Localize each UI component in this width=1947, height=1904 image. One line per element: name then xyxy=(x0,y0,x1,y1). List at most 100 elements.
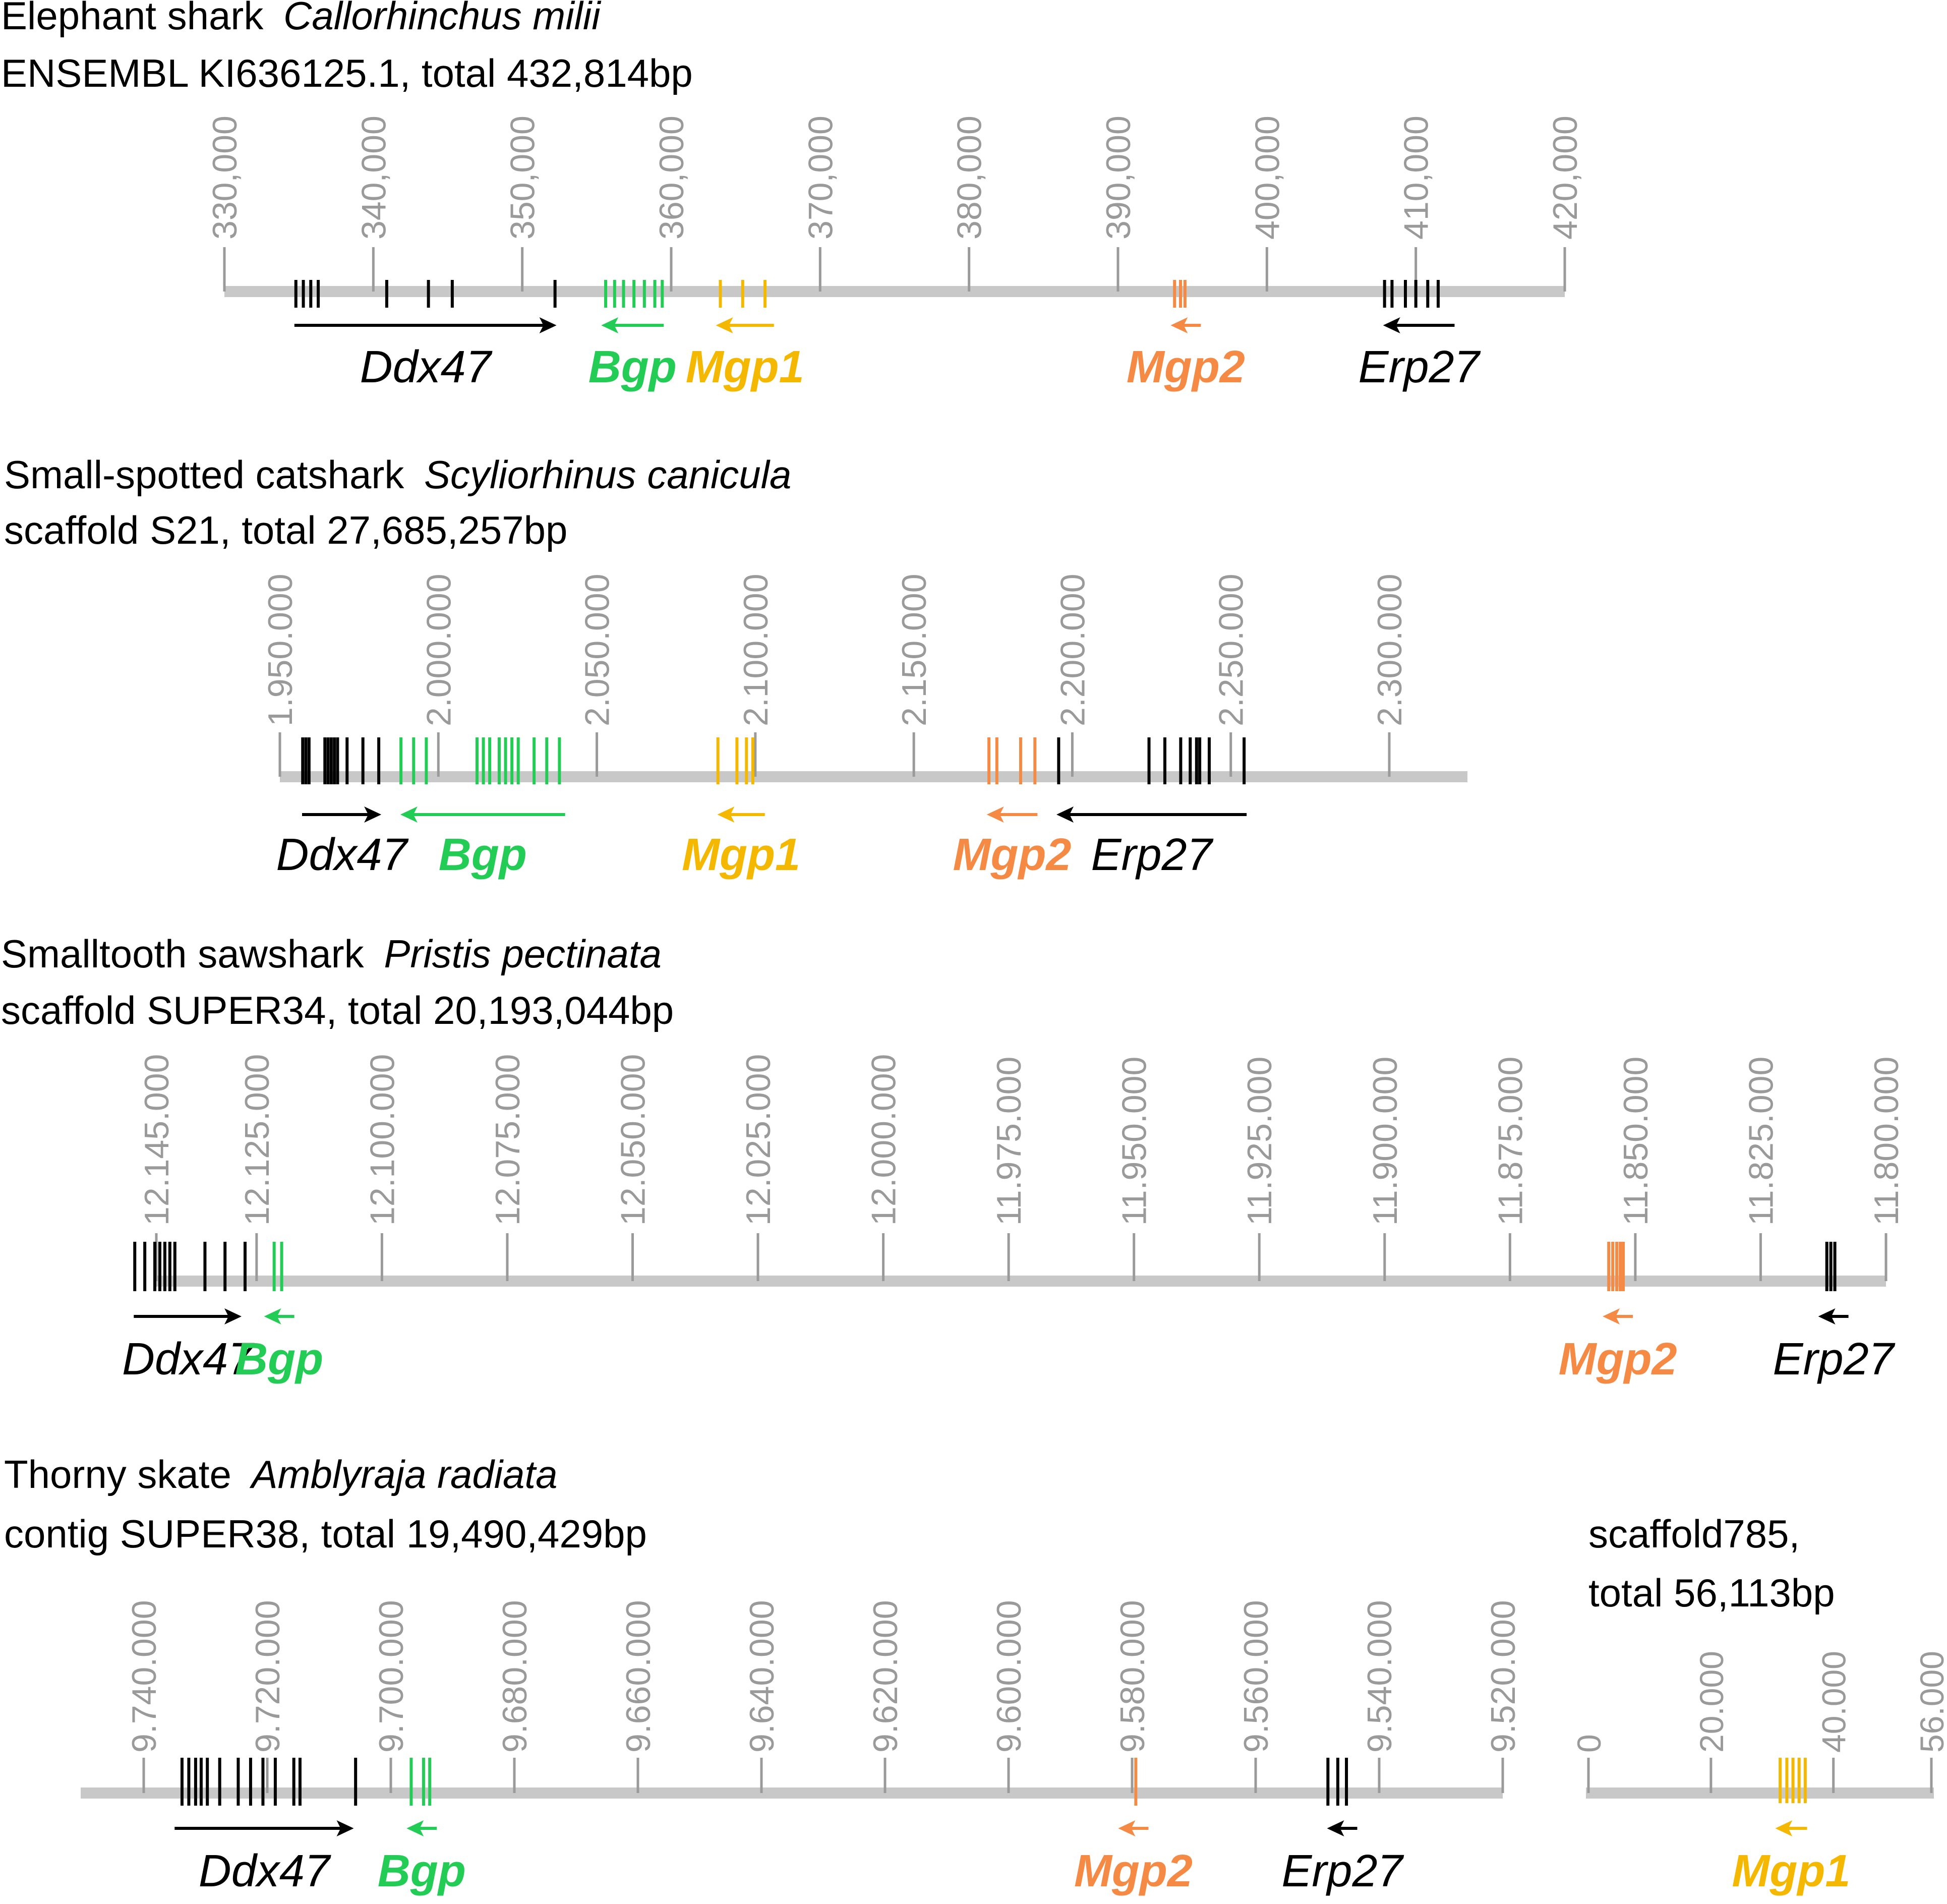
gene-arrow-head xyxy=(1818,1308,1836,1324)
gene-bgp: Bgp xyxy=(588,280,677,392)
tick-label: 9.520.000 xyxy=(1484,1600,1522,1753)
gene-arrow-head xyxy=(1056,806,1074,823)
gene-label: Erp27 xyxy=(1358,342,1481,392)
gene-label: Ddx47 xyxy=(199,1846,331,1896)
gene-label: Mgp1 xyxy=(1732,1846,1850,1896)
panel-title: Smalltooth sawshark Pristis pectinata xyxy=(1,932,662,976)
panel-title: Small-spotted catshark Scyliorhinus cani… xyxy=(4,452,791,497)
tick-label: 9.620.000 xyxy=(866,1600,905,1753)
title-species: Pristis pectinata xyxy=(384,932,662,976)
tick-label: 9.660.000 xyxy=(619,1600,658,1753)
gene-label: Mgp1 xyxy=(686,342,804,392)
gene-arrow-head xyxy=(539,317,557,333)
gene-label: Erp27 xyxy=(1773,1334,1896,1384)
tick-label: 56.000 xyxy=(1913,1651,1947,1753)
tick-label: 9.680.000 xyxy=(496,1600,534,1753)
panel-catshark: Small-spotted catshark Scyliorhinus cani… xyxy=(4,452,1467,880)
tick-label: 11.850.000 xyxy=(1617,1057,1655,1226)
gene-label: Ddx47 xyxy=(276,830,408,880)
gene-arrow-head xyxy=(400,806,418,823)
title-species: Scyliorhinus canicula xyxy=(424,452,791,497)
gene-label: Bgp xyxy=(378,1846,466,1896)
gene-arrow-head xyxy=(716,317,733,333)
gene-label: Bgp xyxy=(588,342,677,392)
gene-label: Mgp2 xyxy=(1559,1334,1677,1384)
tick-label: 9.540.000 xyxy=(1361,1600,1399,1753)
tick-label: 2.100.000 xyxy=(737,573,775,726)
title-species: Callorhinchus milii xyxy=(283,0,602,38)
gene-arrow-head xyxy=(986,806,1004,823)
panel-subtitle: scaffold SUPER34, total 20,193,044bp xyxy=(1,988,674,1032)
gene-mgp2: Mgp2 xyxy=(953,737,1072,880)
tick-label: 12.100.000 xyxy=(363,1054,401,1226)
tick-label: 11.975.000 xyxy=(990,1057,1028,1226)
tick-label: 410,000 xyxy=(1397,116,1436,240)
title-common: Small-spotted catshark xyxy=(4,452,404,497)
gene-erp27: Erp27 xyxy=(1281,1758,1404,1896)
panel-subtitle: scaffold S21, total 27,685,257bp xyxy=(4,508,567,552)
panel-sawshark: Smalltooth sawshark Pristis pectinata sc… xyxy=(1,932,1906,1384)
panel-title: Elephant shark Callorhinchus milii xyxy=(1,0,602,38)
tick-label: 11.925.000 xyxy=(1241,1057,1279,1226)
gene-mgp2: Mgp2 xyxy=(1559,1242,1677,1384)
tick-label: 390,000 xyxy=(1099,116,1138,240)
gene-arrow-head xyxy=(336,1820,354,1836)
tick-label: 1.950.000 xyxy=(261,573,300,726)
gene-bgp: Bgp xyxy=(378,1758,466,1896)
gene-label: Erp27 xyxy=(1281,1846,1404,1896)
tick-label: 12.000.000 xyxy=(865,1054,903,1226)
gene-label: Mgp2 xyxy=(1127,342,1245,392)
gene-arrow-head xyxy=(1383,317,1400,333)
tick-label: 9.740.000 xyxy=(125,1600,163,1753)
tick-label: 370,000 xyxy=(801,116,840,240)
gene-label: Ddx47 xyxy=(122,1334,255,1384)
gene-label: Bgp xyxy=(235,1334,323,1384)
tick-label: 20.000 xyxy=(1693,1651,1730,1753)
tick-label: 0 xyxy=(1570,1734,1608,1753)
gene-mgp2: Mgp2 xyxy=(1074,1758,1193,1896)
gene-erp27: Erp27 xyxy=(1056,737,1247,880)
tick-label: 360,000 xyxy=(653,116,691,240)
gene-mgp1: Mgp1 xyxy=(1732,1758,1850,1896)
gene-ddx47: Ddx47 xyxy=(294,280,557,392)
gene-bgp: Bgp xyxy=(235,1242,323,1384)
gene-mgp1: Mgp1 xyxy=(686,280,804,392)
gene-arrow-head xyxy=(601,317,619,333)
gene-arrow-head xyxy=(1118,1820,1136,1836)
gene-arrow-head xyxy=(364,806,382,823)
tick-label: 12.075.000 xyxy=(489,1054,527,1226)
inset-title-line1: scaffold785, xyxy=(1588,1512,1800,1556)
gene-ddx47: Ddx47 xyxy=(276,737,409,880)
tick-label: 11.900.000 xyxy=(1366,1057,1404,1226)
gene-label: Mgp2 xyxy=(953,830,1072,880)
title-common: Smalltooth sawshark xyxy=(1,932,365,976)
gene-ddx47: Ddx47 xyxy=(122,1242,255,1384)
gene-erp27: Erp27 xyxy=(1358,280,1481,392)
inset-title-line2: total 56,113bp xyxy=(1588,1571,1835,1615)
tick-label: 11.875.000 xyxy=(1491,1057,1529,1226)
tick-label: 380,000 xyxy=(951,116,989,240)
tick-label: 350,000 xyxy=(504,116,542,240)
tick-label: 2.000.000 xyxy=(420,573,458,726)
panel-subtitle: contig SUPER38, total 19,490,429bp xyxy=(4,1512,647,1556)
tick-label: 2.150.000 xyxy=(895,573,933,726)
tick-label: 2.200.000 xyxy=(1053,573,1092,726)
tick-label: 11.800.000 xyxy=(1867,1057,1906,1226)
title-common: Elephant shark xyxy=(1,0,264,38)
tick-label: 400,000 xyxy=(1248,116,1286,240)
tick-label: 340,000 xyxy=(355,116,393,240)
gene-bgp: Bgp xyxy=(399,737,565,880)
tick-label: 2.050.000 xyxy=(578,573,617,726)
gene-label: Mgp2 xyxy=(1074,1846,1193,1896)
tick-label: 11.950.000 xyxy=(1115,1057,1154,1226)
tick-label: 9.640.000 xyxy=(743,1600,781,1753)
tick-label: 12.050.000 xyxy=(614,1054,652,1226)
gene-label: Bgp xyxy=(439,830,527,880)
tick-label: 2.250.000 xyxy=(1212,573,1251,726)
gene-arrow-head xyxy=(264,1308,281,1324)
panel-title: Thorny skate Amblyraja radiata xyxy=(4,1452,557,1496)
title-common: Thorny skate xyxy=(4,1452,231,1496)
